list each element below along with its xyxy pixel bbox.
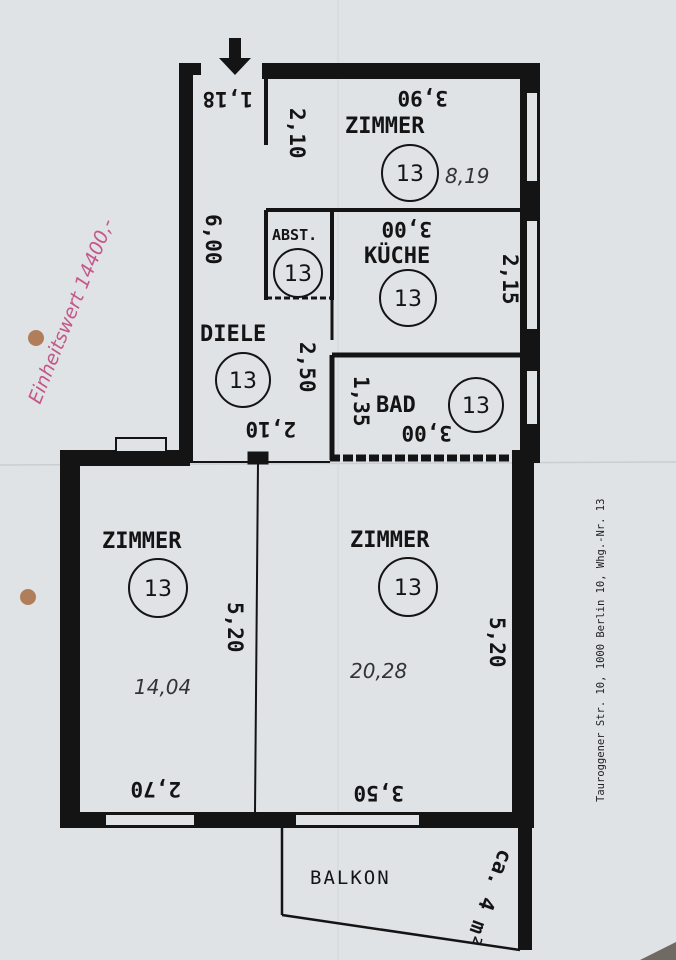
punch-hole [20, 589, 36, 605]
room-label-zimmer-left: ZIMMER [102, 529, 182, 554]
room-label-zimmer-right: ZIMMER [350, 528, 430, 553]
room-label-bad: BAD [376, 393, 416, 418]
dim-zimmer-left-width: 2,70 [130, 777, 181, 801]
area-zimmer-right: 20,28 [350, 659, 407, 683]
dim-zimmer-right-depth: 5,20 [485, 617, 509, 668]
balcony-outline [280, 828, 521, 952]
room-label-kueche: KÜCHE [364, 243, 430, 269]
room-number-circle [128, 558, 188, 618]
room-number-kueche: 13 [394, 287, 422, 312]
room-number-circle [448, 377, 504, 433]
room-number-circle [273, 248, 323, 298]
dim-diele-b: 2,10 [245, 417, 296, 441]
entrance-arrow-icon [219, 38, 251, 75]
room-number-circle [215, 352, 271, 408]
dim-zimmer-right-width: 3,50 [353, 781, 404, 805]
dim-kueche-depth: 2,15 [498, 254, 522, 305]
room-number-zimmer-top: 13 [396, 162, 424, 187]
dim-diele-length: 6,00 [201, 214, 225, 265]
room-label-abstellraum: ABST. [272, 226, 317, 244]
room-number-circle [379, 269, 437, 327]
room-number-zimmer-right: 13 [394, 576, 422, 601]
room-number-zimmer-left: 13 [144, 577, 172, 602]
room-number-circle [381, 144, 439, 202]
windows [104, 91, 539, 827]
room-label-zimmer-top: ZIMMER [345, 114, 425, 139]
dim-bad-depth: 1,35 [349, 376, 373, 427]
room-number-abstellraum: 13 [284, 262, 312, 287]
room-label-balkon: BALKON [310, 867, 391, 889]
room-number-bad: 13 [462, 394, 490, 419]
address-line: Tauroggener Str. 10, 1000 Berlin 10, Whg… [595, 499, 607, 802]
room-label-diele: DIELE [200, 322, 266, 347]
punch-hole [28, 330, 44, 346]
interior-walls [190, 79, 520, 813]
dim-kueche-width: 3,00 [381, 217, 432, 241]
room-number-diele: 13 [229, 369, 257, 394]
dim-zimmer-top-width: 3,90 [397, 86, 448, 110]
dim-zimmer-top-depth: 2,10 [285, 108, 309, 159]
dim-bad-width: 3,00 [401, 421, 452, 445]
area-zimmer-top: 8,19 [445, 164, 490, 188]
area-zimmer-left: 14,04 [134, 675, 191, 699]
room-number-circle [378, 557, 438, 617]
dim-zimmer-left-depth: 5,20 [223, 602, 247, 653]
dim-entry-width: 1,18 [202, 87, 253, 111]
dim-diele-a: 2,50 [295, 342, 319, 393]
